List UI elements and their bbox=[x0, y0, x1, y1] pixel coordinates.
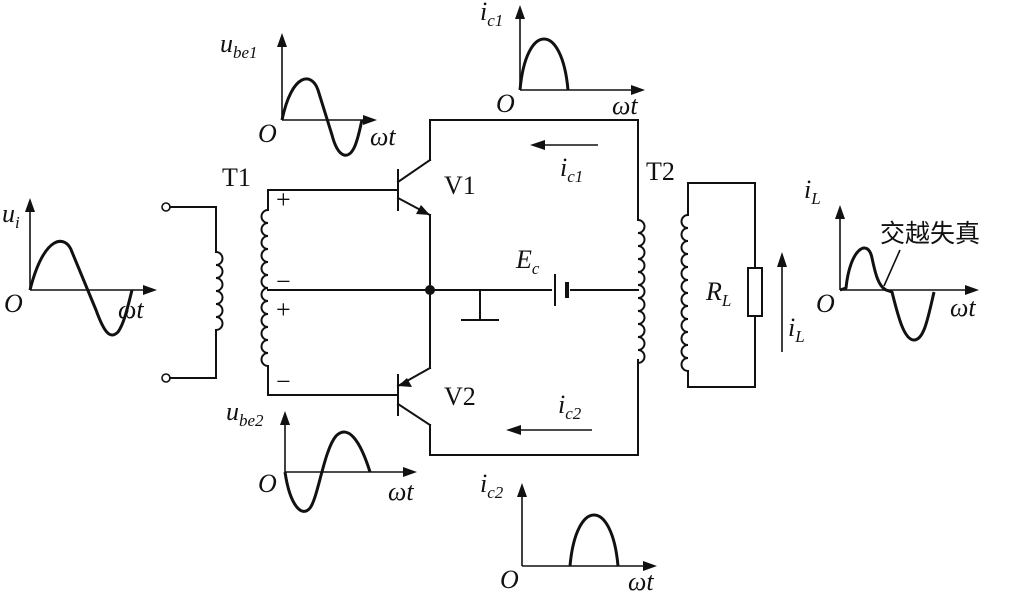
arrow-up-icon bbox=[515, 5, 525, 19]
ui-symbol: ui bbox=[2, 199, 20, 232]
t1-label: T1 bbox=[222, 163, 251, 192]
arrow-right-icon bbox=[643, 561, 657, 571]
omega-t-label: ωt bbox=[612, 91, 638, 120]
half-wave bbox=[518, 37, 570, 91]
il-current-symbol: iL bbox=[788, 313, 805, 346]
ic2-symbol: ic2 bbox=[558, 390, 582, 423]
ic1-current-arrow: ic1 bbox=[530, 140, 598, 186]
arrow-up-icon bbox=[777, 252, 787, 267]
arrow-up-icon bbox=[277, 33, 287, 47]
plus-sign-top: + bbox=[276, 185, 291, 214]
omega-t-label: ωt bbox=[118, 295, 144, 324]
crossover-pointer-line bbox=[883, 249, 901, 287]
arrow-right-icon bbox=[403, 467, 417, 477]
arrow-up-icon bbox=[835, 205, 845, 219]
arrow-right-icon bbox=[143, 285, 157, 295]
arrow-right-icon bbox=[965, 285, 979, 295]
transistor-v2: V2 bbox=[396, 366, 476, 427]
v2-label: V2 bbox=[444, 382, 476, 411]
load-resistor bbox=[747, 267, 763, 317]
v1-collector bbox=[396, 158, 432, 184]
sine-wave bbox=[280, 77, 364, 157]
origin-label: O bbox=[500, 565, 519, 593]
arrow-up-icon bbox=[280, 411, 290, 425]
ube2-waveform-graph: ube2 O ωt bbox=[226, 397, 417, 513]
ic1-symbol: ic1 bbox=[560, 153, 583, 186]
ec-symbol: Ec bbox=[515, 245, 540, 278]
ic1-waveform-graph: ic1 O ωt bbox=[480, 0, 645, 120]
crossover-distortion-label: 交越失真 bbox=[880, 219, 980, 248]
junction-dot bbox=[425, 285, 435, 295]
v1-label: V1 bbox=[444, 171, 476, 200]
main-wiring: Ec bbox=[425, 119, 639, 456]
half-wave bbox=[568, 513, 620, 567]
omega-t-label: ωt bbox=[628, 567, 654, 593]
arrow-left-icon bbox=[530, 140, 545, 150]
ube1-symbol: ube1 bbox=[220, 29, 258, 62]
emitter-arrow-icon bbox=[398, 378, 412, 387]
input-terminals bbox=[161, 202, 224, 383]
origin-label: O bbox=[816, 289, 835, 318]
t1-primary-coil bbox=[214, 250, 224, 332]
input-terminal-bottom bbox=[161, 373, 171, 383]
ube2-symbol: ube2 bbox=[226, 397, 264, 430]
emitter-arrow-icon bbox=[416, 205, 430, 215]
plus-sign-lower: + bbox=[276, 295, 291, 324]
origin-label: O bbox=[258, 469, 277, 498]
input-waveform-graph: ui O ωt bbox=[2, 198, 157, 337]
ic2-waveform-graph: ic2 O ωt bbox=[480, 469, 657, 593]
sine-wave bbox=[283, 430, 372, 513]
rl-symbol: RL bbox=[705, 277, 731, 310]
arrow-left-icon bbox=[506, 425, 521, 435]
origin-label: O bbox=[258, 119, 277, 148]
t1-secondary-coil bbox=[260, 208, 270, 368]
ic1-top-symbol: ic1 bbox=[480, 0, 503, 30]
t2-primary-coil bbox=[636, 218, 646, 365]
ic2-bottom-symbol: ic2 bbox=[480, 469, 504, 502]
omega-t-label: ωt bbox=[950, 293, 976, 322]
arrow-right-icon bbox=[631, 85, 645, 95]
transformer-t2: T2 RL iL bbox=[636, 157, 805, 388]
il-waveform-graph: iL 交越失真 O ωt bbox=[804, 175, 980, 342]
input-terminal-top bbox=[161, 202, 171, 212]
sine-wave bbox=[28, 239, 134, 337]
minus-sign-upper: − bbox=[276, 267, 291, 296]
t2-secondary-coil bbox=[680, 213, 690, 373]
minus-sign-bottom: − bbox=[276, 367, 291, 396]
omega-t-label: ωt bbox=[370, 122, 396, 151]
transistor-v1: V1 bbox=[396, 158, 476, 217]
arrow-right-icon bbox=[363, 115, 377, 125]
arrow-up-icon bbox=[517, 483, 527, 497]
distorted-wave bbox=[839, 246, 936, 342]
ube1-waveform-graph: ube1 O ωt bbox=[220, 29, 396, 157]
arrow-up-icon bbox=[25, 198, 35, 212]
il-symbol: iL bbox=[804, 175, 821, 208]
origin-label: O bbox=[496, 89, 515, 118]
origin-label: O bbox=[4, 289, 23, 318]
v2-collector bbox=[396, 402, 432, 427]
omega-t-label: ωt bbox=[388, 477, 414, 506]
ic2-current-arrow: ic2 bbox=[506, 390, 592, 435]
t2-label: T2 bbox=[646, 157, 675, 186]
t1-secondary: T1 + − + − bbox=[222, 163, 611, 396]
